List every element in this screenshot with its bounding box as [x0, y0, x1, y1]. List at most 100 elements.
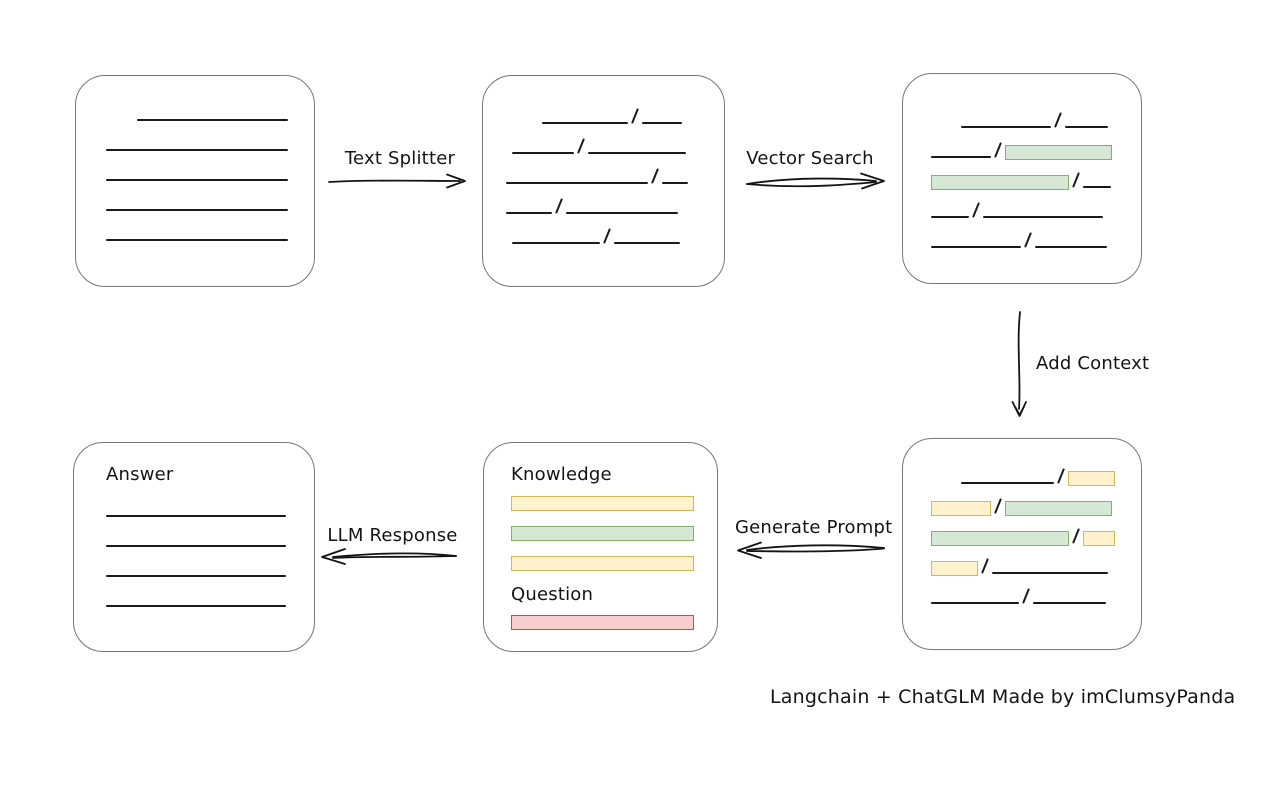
yellow-chunk: [931, 501, 991, 516]
chunk-row: [511, 547, 717, 577]
text-line: [106, 149, 288, 151]
chunk-row: [106, 517, 314, 547]
green-chunk: [1005, 145, 1113, 160]
text-line: [662, 182, 689, 184]
chunk-row: [931, 484, 1141, 516]
answer-lines: [106, 487, 314, 607]
question-bars: [511, 607, 717, 637]
slash-separator: [577, 138, 586, 154]
text-line: [512, 242, 600, 244]
chunk-row: [931, 218, 1141, 248]
text-line: [961, 482, 1054, 484]
chunk-row: [506, 154, 724, 184]
text-line: [506, 182, 648, 184]
text-line: [931, 602, 1019, 604]
spacer: [931, 483, 961, 484]
green-chunk: [931, 531, 1069, 546]
text-line: [106, 239, 288, 241]
chunk-row: [931, 544, 1141, 576]
document-box: [75, 75, 315, 287]
llm-response-arrow-icon: [321, 548, 457, 565]
text-line: [106, 209, 288, 211]
add-context-arrow-icon: [1011, 311, 1027, 417]
chunk-row: [106, 121, 314, 151]
chunk-row: [506, 214, 724, 244]
chunk-row: [506, 94, 724, 124]
generate-prompt-arrow-icon: [737, 541, 885, 559]
text-line: [106, 515, 286, 517]
text-line: [983, 216, 1104, 218]
slash-separator: [994, 498, 1003, 514]
spacer: [506, 123, 542, 124]
slash-separator: [981, 558, 990, 574]
slash-separator: [651, 168, 660, 184]
chunk-row: [931, 574, 1141, 604]
text-line: [1083, 186, 1112, 188]
text-line: [137, 119, 288, 121]
text-line: [931, 246, 1021, 248]
text-line: [512, 152, 574, 154]
text-line: [931, 156, 991, 158]
answer-box: Answer: [73, 442, 315, 652]
chunk-row: [931, 158, 1141, 190]
chunk-row: [511, 607, 717, 637]
chunk-row: [511, 517, 717, 547]
chunk-row: [506, 184, 724, 214]
slash-separator: [972, 202, 981, 218]
red-chunk: [511, 614, 694, 630]
text-line: [1033, 602, 1107, 604]
context-chunk-lines: [903, 439, 1141, 604]
yellow-chunk: [1083, 531, 1116, 546]
chunk-row: [931, 98, 1141, 128]
text-line: [931, 216, 969, 218]
text-line: [961, 126, 1051, 128]
slash-separator: [1022, 588, 1031, 604]
green-chunk: [931, 175, 1069, 190]
yellow-chunk: [931, 561, 978, 576]
text-line: [542, 122, 628, 124]
green-chunk: [1005, 501, 1113, 516]
answer-title: Answer: [106, 464, 174, 485]
chunk-row: [931, 514, 1141, 546]
slash-separator: [1024, 232, 1033, 248]
chunk-row: [106, 211, 314, 241]
slash-separator: [631, 108, 640, 124]
text-line: [106, 179, 288, 181]
text-line: [1065, 126, 1109, 128]
vector-search-arrow-icon: [746, 172, 885, 190]
chunk-row: [106, 91, 314, 121]
text-line: [106, 605, 286, 607]
chunk-row: [106, 181, 314, 211]
chunk-row: [106, 151, 314, 181]
question-title: Question: [511, 584, 594, 605]
slash-separator: [1072, 172, 1081, 188]
text-line: [1035, 246, 1108, 248]
chunk-row: [106, 487, 314, 517]
slash-separator: [1057, 468, 1066, 484]
chunk-row: [106, 547, 314, 577]
slash-separator: [603, 228, 612, 244]
chunk-row: [931, 454, 1141, 486]
text-line: [614, 242, 681, 244]
chunk-row: [506, 124, 724, 154]
split-chunks-box: [482, 75, 725, 287]
vector-search-label: Vector Search: [746, 148, 874, 169]
slash-separator: [1054, 112, 1063, 128]
knowledge-title: Knowledge: [511, 464, 612, 485]
text-line: [506, 212, 552, 214]
add-context-label: Add Context: [1036, 353, 1150, 374]
slash-separator: [555, 198, 564, 214]
slash-separator: [994, 142, 1003, 158]
generate-prompt-label: Generate Prompt: [735, 517, 893, 538]
chunk-row: [511, 487, 717, 517]
yellow-chunk: [511, 495, 694, 511]
text-line: [566, 212, 679, 214]
green-chunk: [511, 525, 694, 541]
document-lines: [76, 76, 314, 241]
spacer: [931, 127, 961, 128]
text-line: [106, 575, 286, 577]
text-line: [642, 122, 683, 124]
knowledge-bars: [511, 487, 717, 577]
slash-separator: [1072, 528, 1081, 544]
